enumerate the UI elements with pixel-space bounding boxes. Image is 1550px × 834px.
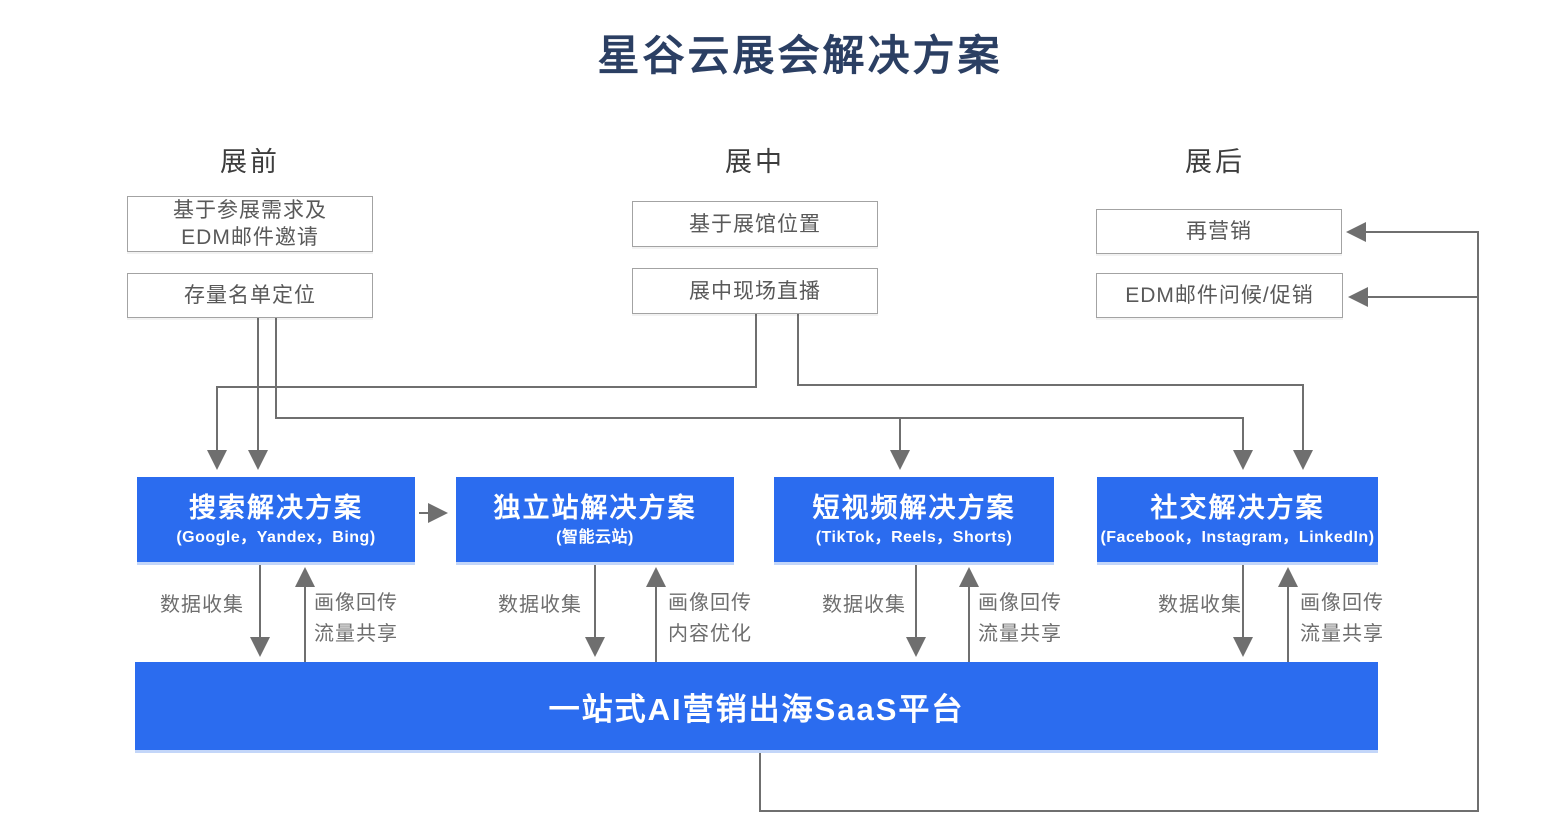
page-title: 星谷云展会解决方案 — [597, 32, 1003, 79]
box-remarketing: 再营销 — [1096, 209, 1342, 254]
label-return-share-4-line2: 流量共享 — [1300, 623, 1384, 645]
wire-live-to-social — [797, 312, 1313, 470]
label-collect-2: 数据收集 — [498, 594, 582, 616]
phase-label-pre-show: 展前 — [220, 147, 280, 177]
box-edm-greeting-promo: EDM邮件问候/促销 — [1096, 273, 1343, 318]
solution-website-subtitle: (智能云站) — [556, 528, 634, 546]
solution-social-subtitle: (Facebook，Instagram，LinkedIn) — [1100, 528, 1375, 546]
label-return-share-1-line1: 画像回传 — [314, 592, 398, 614]
box-edm-invitation-line1: 基于参展需求及 — [173, 199, 327, 222]
solution-short-video-title: 短视频解决方案 — [812, 492, 1016, 523]
label-return-optimize-2: 画像回传 内容优化 — [668, 588, 752, 650]
platform-bar-label: 一站式AI营销出海SaaS平台 — [548, 691, 965, 727]
box-live-streaming-label: 展中现场直播 — [689, 279, 821, 303]
solution-search-title: 搜索解决方案 — [189, 492, 363, 523]
box-edm-greeting-promo-label: EDM邮件问候/促销 — [1125, 284, 1314, 307]
label-return-share-3: 画像回传 流量共享 — [978, 588, 1062, 650]
solution-website: 独立站解决方案 (智能云站) — [456, 477, 734, 562]
phase-label-during-show: 展中 — [725, 147, 785, 177]
box-edm-invitation-line2: EDM邮件邀请 — [181, 226, 319, 249]
box-existing-list-targeting: 存量名单定位 — [127, 273, 373, 318]
solution-search: 搜索解决方案 (Google，Yandex，Bing) — [137, 477, 415, 562]
wire-prelist-to-social — [275, 318, 1253, 470]
label-return-share-4-line1: 画像回传 — [1300, 592, 1384, 614]
label-return-share-4: 画像回传 流量共享 — [1300, 588, 1384, 650]
box-venue-location-label: 基于展馆位置 — [689, 212, 821, 236]
solution-social-title: 社交解决方案 — [1150, 492, 1325, 523]
box-existing-list-targeting-label: 存量名单定位 — [184, 284, 316, 307]
solution-social: 社交解决方案 (Facebook，Instagram，LinkedIn) — [1097, 477, 1378, 562]
solution-search-subtitle: (Google，Yandex，Bing) — [176, 528, 376, 546]
label-return-share-3-line2: 流量共享 — [978, 623, 1062, 645]
label-return-share-3-line1: 画像回传 — [978, 592, 1062, 614]
platform-bar: 一站式AI营销出海SaaS平台 — [135, 662, 1378, 750]
box-edm-invitation: 基于参展需求及 EDM邮件邀请 — [127, 196, 373, 252]
solution-website-title: 独立站解决方案 — [493, 492, 697, 523]
wire-live-to-search — [207, 312, 757, 470]
box-venue-location: 基于展馆位置 — [632, 201, 878, 247]
box-remarketing-label: 再营销 — [1186, 220, 1252, 243]
solution-short-video-subtitle: (TikTok，Reels，Shorts) — [815, 528, 1013, 546]
label-return-optimize-2-line1: 画像回传 — [668, 592, 752, 614]
label-collect-3: 数据收集 — [822, 594, 906, 616]
solution-short-video: 短视频解决方案 (TikTok，Reels，Shorts) — [774, 477, 1054, 562]
phase-label-post-show: 展后 — [1185, 147, 1245, 177]
label-return-share-1: 画像回传 流量共享 — [314, 588, 398, 650]
label-return-optimize-2-line2: 内容优化 — [668, 623, 752, 645]
box-live-streaming: 展中现场直播 — [632, 268, 878, 314]
label-collect-4: 数据收集 — [1158, 594, 1242, 616]
label-collect-1: 数据收集 — [160, 594, 244, 616]
label-return-share-1-line2: 流量共享 — [314, 623, 398, 645]
